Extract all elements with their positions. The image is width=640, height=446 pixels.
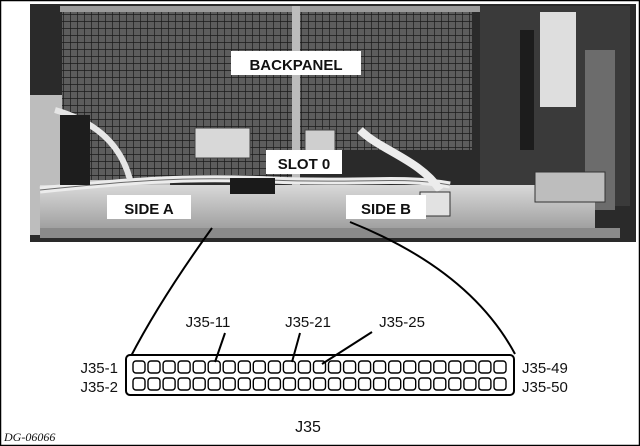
- j35-pin: [463, 360, 477, 374]
- j35-pin: [478, 377, 492, 391]
- j35-pin: [147, 377, 161, 391]
- j35-pin: [237, 360, 252, 374]
- j35-pin: [493, 360, 507, 374]
- j35-connector: [125, 354, 515, 396]
- backpanel-grid-left: [62, 10, 292, 180]
- j35-pin: [357, 360, 372, 374]
- j35-pin: [372, 377, 387, 391]
- j35-pin: [327, 360, 342, 374]
- j35-pin: [282, 377, 297, 391]
- callout-line-j35-11: [214, 332, 226, 363]
- backpanel-grid-right: [300, 10, 472, 150]
- j35-pin: [282, 360, 297, 374]
- j35-pin: [418, 360, 432, 374]
- j35-pin: [237, 377, 252, 391]
- j35-pin: [297, 377, 312, 391]
- pin-label-j35-1: J35-1: [80, 360, 118, 377]
- j35-pin: [312, 377, 327, 391]
- j35-pin: [342, 377, 357, 391]
- slot-label: SLOT 0: [278, 156, 331, 173]
- callout-line-j35-21: [291, 332, 301, 363]
- j35-pin: [177, 360, 191, 374]
- callout-label-j35-11: J35-11: [186, 314, 231, 331]
- side-a-label: SIDE A: [124, 201, 174, 218]
- pin-label-j35-49: J35-49: [522, 360, 568, 377]
- leader-line-side-a: [129, 227, 213, 359]
- side-b-label: SIDE B: [361, 201, 411, 218]
- j35-pin: [162, 377, 176, 391]
- slot-label-bg: [266, 150, 342, 174]
- j35-pin: [132, 360, 146, 374]
- connector-name: J35: [295, 419, 321, 436]
- j35-pin: [357, 377, 372, 391]
- j35-pin: [342, 360, 357, 374]
- side-a-label-bg: [107, 195, 191, 219]
- j35-pin: [192, 377, 206, 391]
- j35-pin-array: [132, 360, 507, 391]
- side-b-label-bg: [346, 195, 426, 219]
- photo-labels: BACKPANEL SLOT 0 SIDE A SIDE B: [107, 51, 426, 219]
- j35-pin: [192, 360, 206, 374]
- j35-pin: [222, 360, 236, 374]
- j35-pin: [372, 360, 387, 374]
- j35-pin: [493, 377, 507, 391]
- j35-pin: [463, 377, 477, 391]
- j35-pin: [433, 360, 447, 374]
- j35-pin: [448, 377, 462, 391]
- j35-pin: [207, 360, 221, 374]
- callout-label-j35-25: J35-25: [379, 314, 425, 331]
- leader-line-side-b: [349, 221, 516, 355]
- j35-pin: [388, 377, 402, 391]
- j35-pin: [433, 377, 447, 391]
- j35-pin: [177, 377, 191, 391]
- j35-pin: [252, 360, 267, 374]
- j35-pin: [418, 377, 432, 391]
- j35-pin: [132, 377, 146, 391]
- j35-pin: [478, 360, 492, 374]
- j35-pin: [388, 360, 402, 374]
- j35-pin: [207, 377, 221, 391]
- j35-pin: [267, 360, 282, 374]
- backpanel-label: BACKPANEL: [249, 57, 342, 74]
- pin-label-j35-2: J35-2: [80, 379, 118, 396]
- j35-pin: [222, 377, 236, 391]
- j35-pin: [267, 377, 282, 391]
- j35-pin: [327, 377, 342, 391]
- j35-pin: [162, 360, 176, 374]
- j35-pin: [448, 360, 462, 374]
- j35-pin: [403, 360, 417, 374]
- callout-line-j35-25: [321, 331, 373, 365]
- pin-label-j35-50: J35-50: [522, 379, 568, 396]
- callout-label-j35-21: J35-21: [285, 314, 331, 331]
- figure-code: DG-06066: [3, 430, 55, 444]
- j35-pin: [252, 377, 267, 391]
- j35-pin: [403, 377, 417, 391]
- j35-pin: [147, 360, 161, 374]
- backpanel-label-bg: [231, 51, 361, 75]
- j35-pin: [297, 360, 312, 374]
